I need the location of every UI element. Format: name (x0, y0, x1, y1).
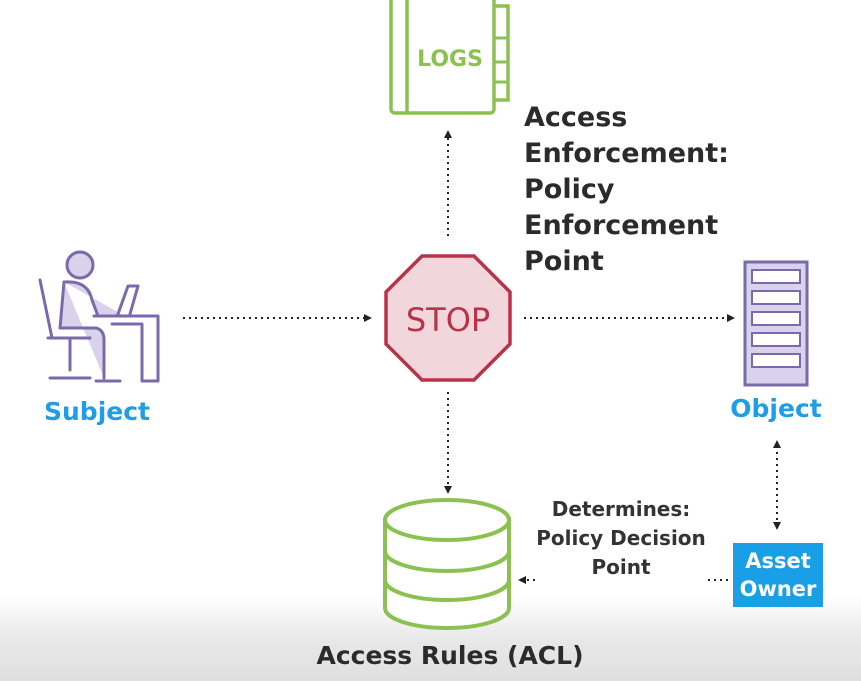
pep-line: Enforcement: (524, 138, 729, 169)
object-label: Object (730, 394, 822, 423)
pdp-line: Point (591, 555, 651, 579)
subject-label: Subject (44, 397, 150, 426)
acl-label: Access Rules (ACL) (316, 641, 584, 670)
asset-owner-line: Owner (739, 577, 817, 601)
pdp-line: Determines: (551, 497, 691, 521)
pep-line: Enforcement (524, 210, 719, 241)
pdp-description: Determines: Policy Decision Point (526, 495, 716, 582)
pep-line: Point (524, 246, 604, 277)
pep-line: Policy (524, 174, 615, 205)
asset-owner-line: Asset (745, 549, 811, 573)
asset-owner-box: Asset Owner (733, 543, 823, 607)
server-rack-icon (743, 260, 809, 387)
person-at-desk-icon (38, 250, 160, 383)
logs-label: LOGS (417, 47, 483, 72)
logbook-icon: LOGS (389, 0, 510, 115)
stop-label: STOP (406, 301, 490, 339)
database-icon (383, 498, 511, 630)
pep-description: Access Enforcement: Policy Enforcement P… (524, 100, 754, 280)
pdp-line: Policy Decision (536, 526, 706, 550)
pep-line: Access (524, 102, 628, 133)
stop-sign-icon: STOP (384, 254, 512, 382)
